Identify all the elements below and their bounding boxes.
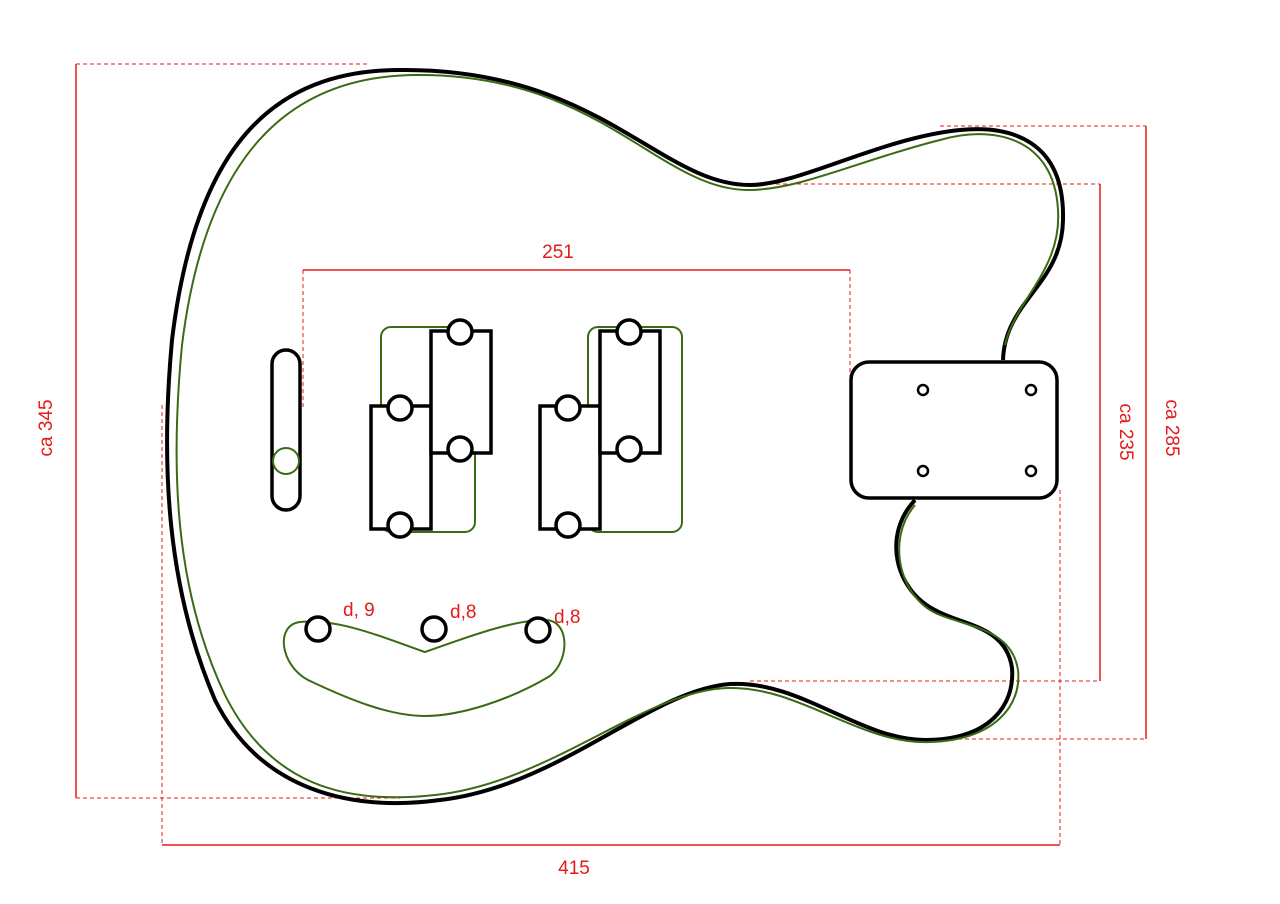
control-hole-3 (524, 616, 552, 644)
neck-pickup-screw-1 (615, 318, 643, 346)
control-hole-2 (420, 615, 448, 643)
neck-screw-hole-1 (916, 383, 930, 397)
neck-screw-hole-2 (1024, 383, 1038, 397)
label-height-total: ca 345 (36, 399, 57, 456)
label-control-hole-3: d,8 (554, 607, 580, 628)
neck-pickup-screw-4 (554, 511, 582, 539)
bridge-pickup-screw-3 (386, 394, 414, 422)
switch-hole (272, 447, 300, 475)
label-pickup-span: 251 (542, 242, 574, 263)
dimension-width-total (161, 405, 1061, 846)
neck-pocket (849, 360, 1059, 500)
control-hole-1 (304, 615, 332, 643)
body-inner-route (175, 73, 1060, 799)
dimension-upper-height (930, 125, 1147, 740)
dimension-height-total (75, 63, 400, 799)
switch-slot (270, 348, 302, 512)
dimension-pickup-span (302, 269, 851, 410)
neck-screw-hole-4 (1024, 464, 1038, 478)
neck-pickup-screw-2 (615, 435, 643, 463)
label-control-hole-1: d, 9 (343, 600, 375, 621)
label-width-total: 415 (558, 858, 590, 879)
neck-pickup-coil-upper (598, 329, 662, 455)
body-outline (165, 67, 1066, 805)
neck-pickup-screw-3 (554, 394, 582, 422)
bridge-pickup-coil-lower (369, 404, 433, 531)
bridge-pickup-screw-1 (446, 318, 474, 346)
bridge-pickup-coil-upper (429, 329, 493, 455)
neck-pickup-coil-lower (538, 404, 602, 531)
neck-screw-hole-3 (916, 464, 930, 478)
control-cavity (282, 618, 566, 718)
bridge-pickup-screw-4 (386, 511, 414, 539)
dimension-horn-height (750, 183, 1101, 682)
label-control-hole-2: d,8 (450, 602, 476, 623)
label-horn-height: ca 235 (1115, 403, 1136, 460)
label-upper-height: ca 285 (1161, 399, 1182, 456)
bridge-pickup-screw-2 (446, 435, 474, 463)
